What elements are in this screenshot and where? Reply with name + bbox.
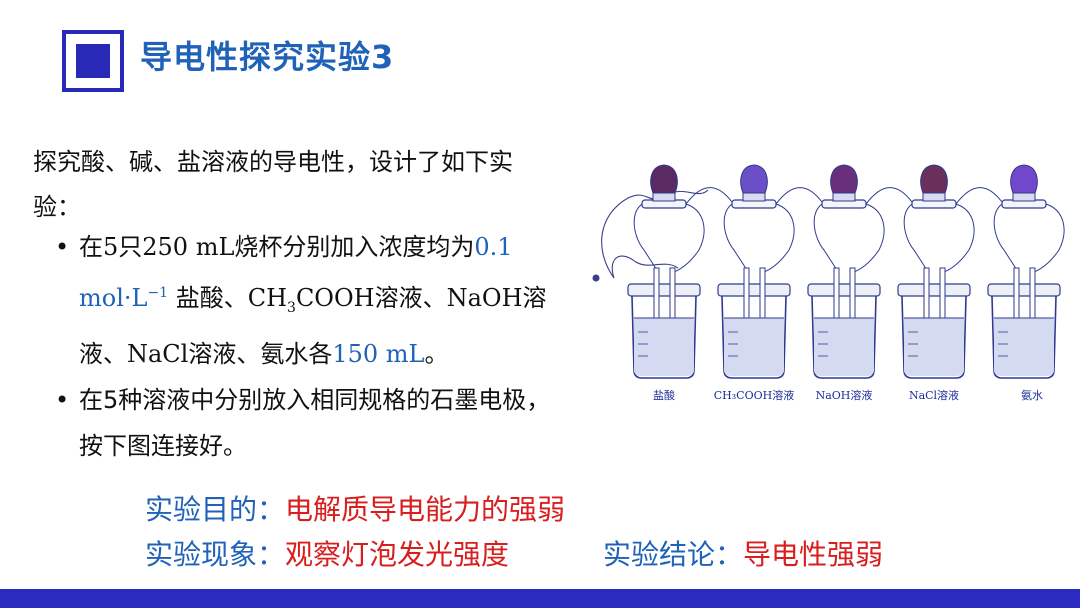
label-naoh: NaOH溶液 <box>816 388 873 402</box>
power-wire-2 <box>611 255 679 279</box>
beaker <box>721 295 787 379</box>
bullet-1-text-d: 。 <box>424 339 449 368</box>
light-bulb-icon <box>650 164 678 194</box>
bulb-socket <box>832 192 856 202</box>
bulb-socket <box>652 192 676 202</box>
light-bulb-icon <box>740 164 768 194</box>
plug-icon <box>592 274 600 282</box>
beaker <box>811 295 877 379</box>
purpose-label: 实验目的： <box>145 493 286 526</box>
title-square-icon <box>62 30 124 92</box>
wire <box>673 203 705 273</box>
power-wire <box>601 189 709 279</box>
bottom-bar <box>0 589 1080 608</box>
concentration-exponent: −1 <box>147 285 169 301</box>
label-acetic: CH₃COOH溶液 <box>714 388 794 402</box>
wire <box>853 203 885 273</box>
bullet-1-text-b: 盐酸、CH <box>168 284 288 312</box>
bullet-list: • 在5只250 mL烧杯分别加入浓度均为0.1 mol·L−1 盐酸、CH3C… <box>55 224 570 469</box>
wire <box>633 203 659 273</box>
bullet-1-text-a: 在5只250 mL烧杯分别加入浓度均为 <box>79 233 475 261</box>
purpose-line: 实验目的：电解质导电能力的强弱 <box>145 488 565 528</box>
phenomenon-label: 实验现象： <box>145 538 286 571</box>
wire <box>865 187 913 205</box>
purpose-value: 电解质导电能力的强弱 <box>285 493 566 526</box>
wire <box>1033 203 1065 273</box>
solution <box>904 318 964 376</box>
wire <box>775 187 823 205</box>
bullet-2-text: 在5种溶液中分别放入相同规格的石墨电极，按下图连接好。 <box>79 385 551 460</box>
bullet-item-2: • 在5种溶液中分别放入相同规格的石墨电极，按下图连接好。 <box>55 377 570 469</box>
wire <box>903 203 929 273</box>
beaker <box>901 295 967 379</box>
light-bulb-icon <box>830 164 858 194</box>
phenomenon-line: 实验现象：观察灯泡发光强度 <box>145 533 509 573</box>
beaker-lid <box>987 283 1061 297</box>
beaker-lid <box>807 283 881 297</box>
solution <box>994 318 1054 376</box>
bullet-dot: • <box>55 233 70 261</box>
conclusion-label: 实验结论： <box>603 538 744 571</box>
bulb-socket <box>742 192 766 202</box>
wire <box>955 187 1003 205</box>
bullet-dot: • <box>55 385 70 414</box>
beaker-lid <box>627 283 701 297</box>
solution <box>724 318 784 376</box>
light-bulb-icon <box>920 164 948 194</box>
wire <box>813 203 839 273</box>
beaker <box>631 295 697 379</box>
phenomenon-value: 观察灯泡发光强度 <box>285 538 510 571</box>
label-ammonia: 氨水 <box>1021 389 1043 402</box>
wire <box>723 203 749 273</box>
intro-text: 探究酸、碱、盐溶液的导电性，设计了如下实验： <box>33 148 513 221</box>
bulb-socket <box>922 192 946 202</box>
beaker-lid <box>897 283 971 297</box>
subscript-3: 3 <box>287 299 296 316</box>
beaker <box>991 295 1057 379</box>
light-bulb-icon <box>1010 164 1038 194</box>
beaker-lid <box>717 283 791 297</box>
label-hcl: 盐酸 <box>653 388 675 402</box>
wire <box>993 203 1019 273</box>
conclusion-line: 实验结论：导电性强弱 <box>603 533 883 573</box>
wire <box>685 187 733 205</box>
volume-value: 150 mL <box>332 339 425 368</box>
wire <box>763 203 795 273</box>
concentration-value: 0.1 mol·L−1 <box>79 233 513 312</box>
title-square-inner <box>76 44 110 78</box>
bulb-socket <box>1012 192 1036 202</box>
page-title: 导电性探究实验3 <box>140 38 395 76</box>
conclusion-value: 导电性强弱 <box>743 538 884 571</box>
experiment-illustration: 盐酸 CH₃COOH溶液 NaOH溶液 NaCl溶液 氨水 <box>592 164 1065 402</box>
wire <box>943 203 975 273</box>
solution <box>634 318 694 376</box>
bullet-1-text-c: COOH溶液、NaOH溶液、NaCl溶液、氨水各 <box>79 284 547 368</box>
bullet-item-1: • 在5只250 mL烧杯分别加入浓度均为0.1 mol·L−1 盐酸、CH3C… <box>55 224 570 377</box>
solution <box>814 318 874 376</box>
label-nacl: NaCl溶液 <box>909 388 959 402</box>
